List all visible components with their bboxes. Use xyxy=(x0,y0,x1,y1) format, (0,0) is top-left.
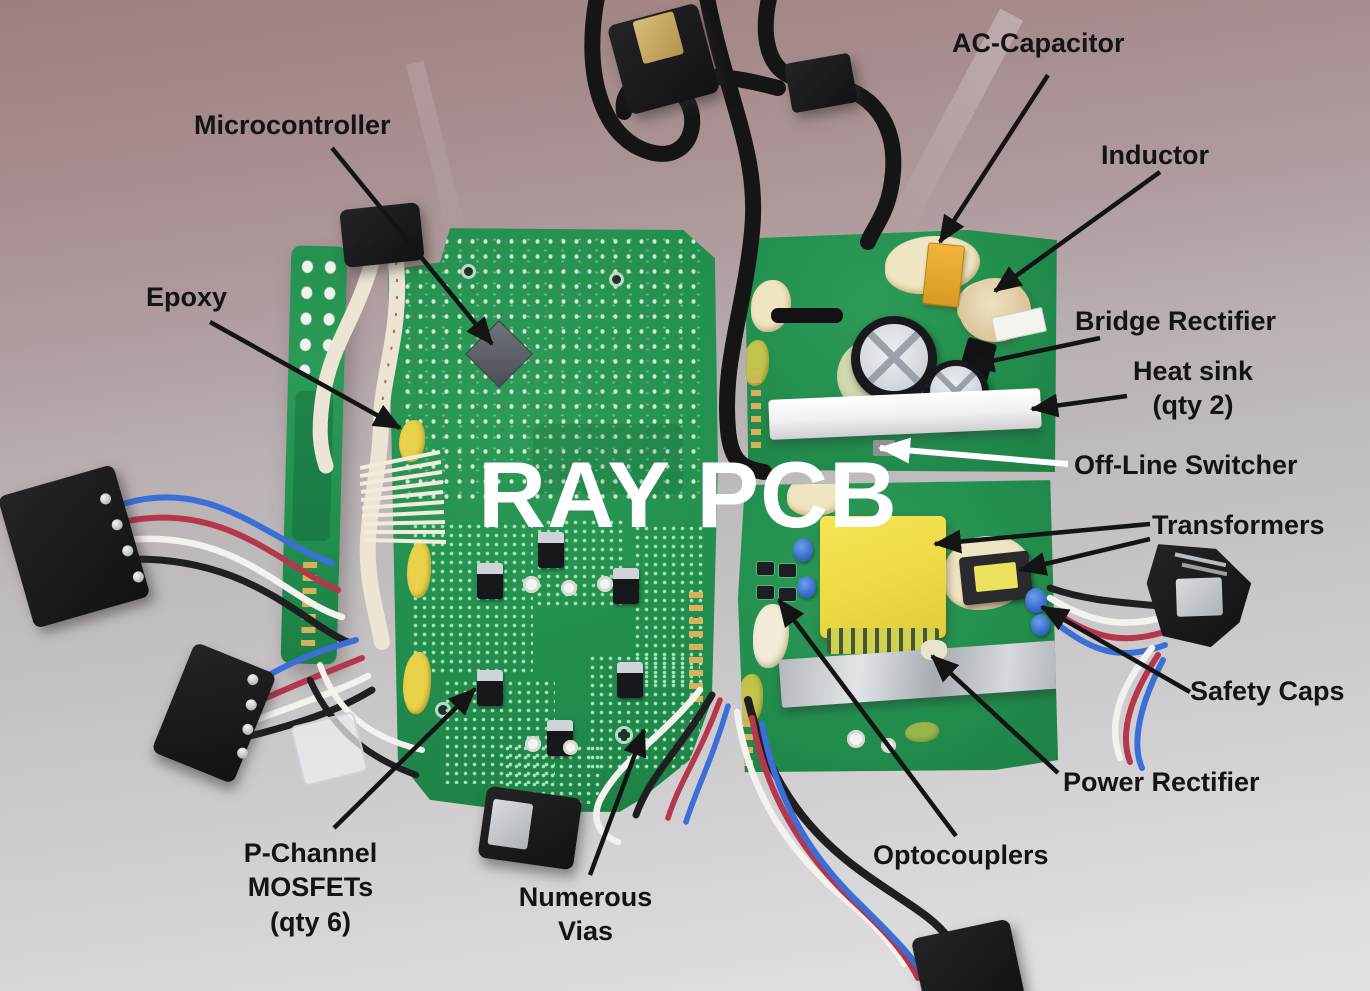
edge-gold-pads xyxy=(743,706,753,766)
edge-gold-pads xyxy=(751,368,761,448)
smd-component-area xyxy=(401,234,703,502)
label-safety-caps: Safety Caps xyxy=(1190,676,1345,706)
power-cables xyxy=(584,0,902,480)
arrow-transformers-1 xyxy=(933,521,1151,554)
label-offline-switcher: Off-Line Switcher xyxy=(1074,450,1298,480)
optocoupler xyxy=(757,562,774,575)
p-channel-mosfet xyxy=(613,568,639,604)
label-heat-sink: Heat sink (qty 2) xyxy=(1132,356,1254,421)
arrow-heat-sink xyxy=(1030,393,1128,418)
edge-gold-pads xyxy=(689,592,703,702)
label-numerous-vias: Numerous Vias xyxy=(518,882,653,947)
optocoupler xyxy=(757,586,774,599)
arrow-transformers-2 xyxy=(1018,536,1151,576)
solder-pad xyxy=(523,576,540,593)
ribbon-fan xyxy=(359,450,447,544)
cable xyxy=(828,78,902,250)
mounting-hole xyxy=(609,272,624,287)
arrow-microcontroller xyxy=(330,146,494,346)
solder-pad xyxy=(525,736,541,752)
label-mosfets: P-Channel MOSFETs (qty 6) xyxy=(243,838,378,937)
label-optocouplers: Optocouplers xyxy=(873,840,1049,870)
residue xyxy=(905,722,939,742)
solder-pad xyxy=(561,580,577,596)
arrow-ac-capacitor xyxy=(938,73,1050,244)
p-channel-mosfet xyxy=(477,670,503,706)
label-inductor: Inductor xyxy=(1101,140,1209,170)
via-field xyxy=(411,522,533,674)
arrow-optocouplers xyxy=(777,598,958,838)
label-epoxy: Epoxy xyxy=(146,282,228,312)
label-microcontroller: Microcontroller xyxy=(194,110,391,140)
label-bridge-rectifier: Bridge Rectifier xyxy=(1075,306,1277,336)
solder-pad xyxy=(847,730,865,748)
electrolytic-capacitor xyxy=(851,316,937,402)
solder-pad xyxy=(597,576,613,592)
label-transformers: Transformers xyxy=(1152,510,1325,540)
arrow-mosfets xyxy=(332,687,477,830)
arrow-numerous-vias xyxy=(587,728,647,876)
solder-pad xyxy=(563,740,578,755)
trace-patch xyxy=(533,424,683,494)
p-channel-mosfet xyxy=(477,563,503,599)
arrow-epoxy xyxy=(208,320,402,430)
label-power-rectifier: Power Rectifier xyxy=(1063,767,1260,797)
ribbon-print xyxy=(380,261,399,423)
arrow-power-rectifier xyxy=(930,654,1060,775)
optocoupler xyxy=(779,588,796,601)
safety-cap-blue xyxy=(797,576,816,598)
cable xyxy=(757,0,798,84)
arrow-bridge-rectifier xyxy=(966,335,1101,373)
label-ac-capacitor: AC-Capacitor xyxy=(952,28,1125,58)
capacitor-top xyxy=(860,323,928,391)
safety-cap-blue xyxy=(793,538,813,562)
arrow-offline-switcher xyxy=(878,437,1069,467)
cable xyxy=(699,0,772,480)
epoxy-blob xyxy=(403,652,431,714)
arrow-inductor xyxy=(993,170,1162,293)
epoxy-blob xyxy=(407,542,431,598)
film-capacitor xyxy=(771,308,843,323)
p-channel-mosfet xyxy=(617,662,643,698)
main-transformer xyxy=(820,516,946,638)
p-channel-mosfet xyxy=(538,532,564,568)
mounting-hole xyxy=(461,264,476,279)
arrow-safety-caps xyxy=(1040,605,1192,694)
watermark: RAY PCB xyxy=(478,442,898,547)
optocoupler xyxy=(779,564,796,577)
